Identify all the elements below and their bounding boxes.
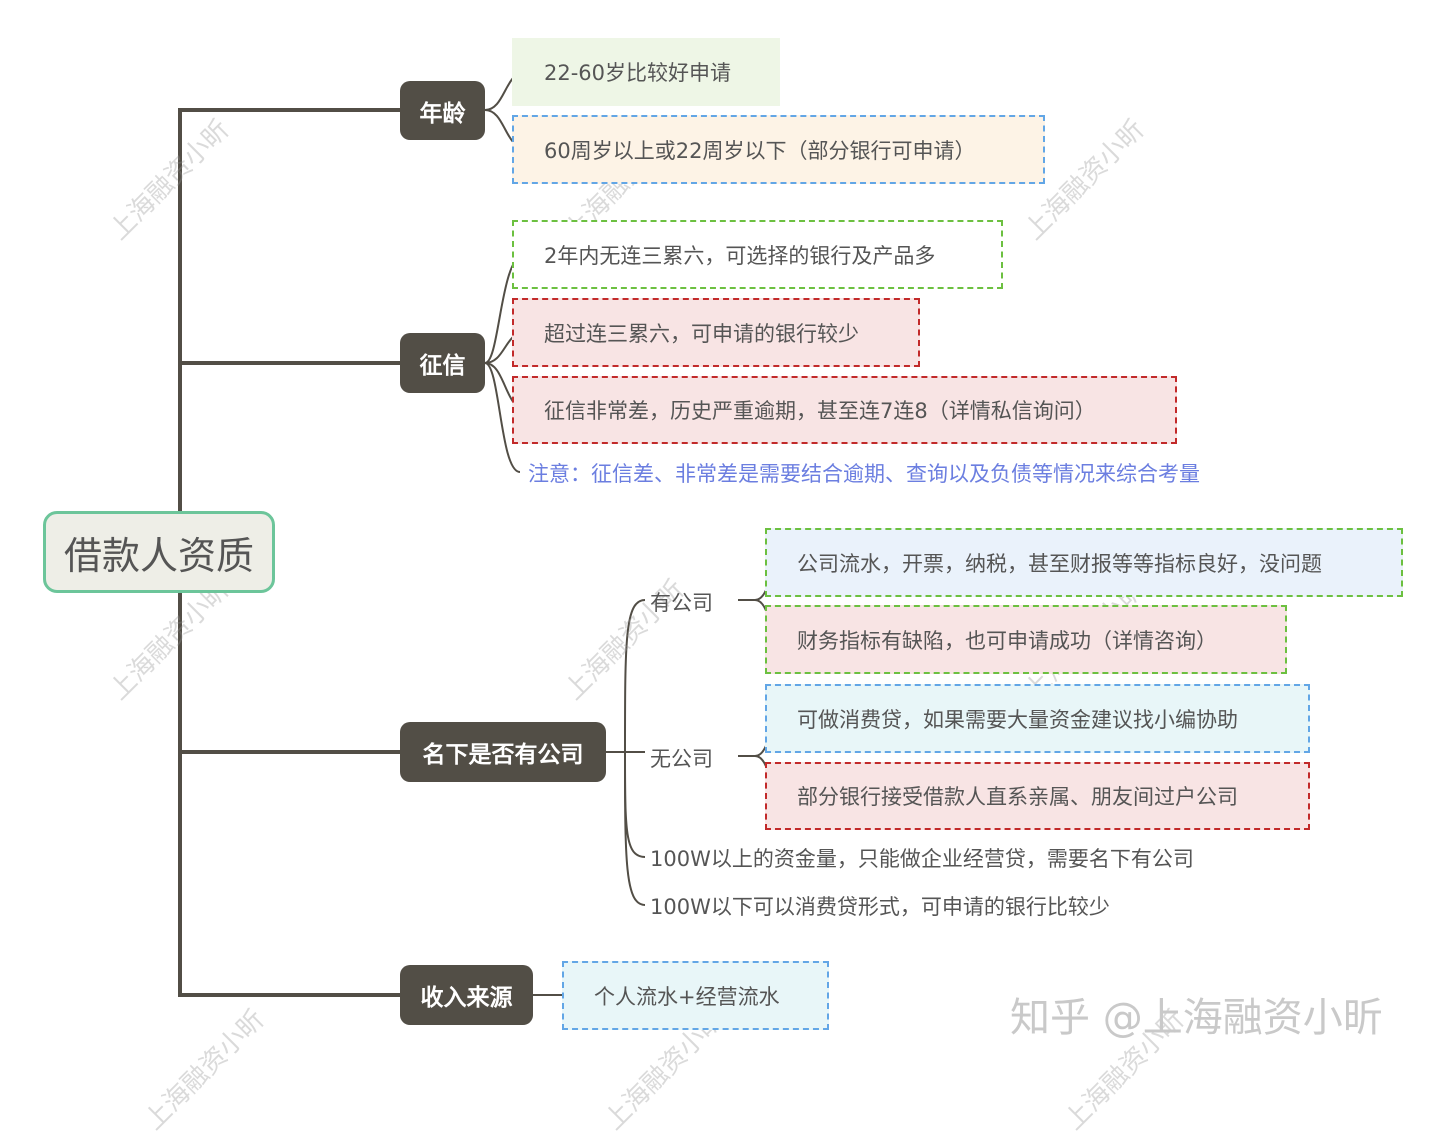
node-income: 收入来源	[400, 965, 533, 1025]
company-has-item-1: 公司流水，开票，纳税，甚至财报等等指标良好，没问题	[765, 528, 1403, 597]
age-item-1: 22-60岁比较好申请	[512, 38, 780, 106]
age-item-2: 60周岁以上或22周岁以下（部分银行可申请）	[512, 115, 1045, 184]
credit-item-1: 2年内无连三累六，可选择的银行及产品多	[512, 220, 1003, 289]
company-has-label: 有公司	[650, 591, 713, 615]
credit-item-2: 超过连三累六，可申请的银行较少	[512, 298, 920, 367]
company-note-2: 100W以下可以消费贷形式，可申请的银行比较少	[650, 895, 1110, 919]
node-credit: 征信	[400, 333, 485, 393]
node-company: 名下是否有公司	[400, 722, 606, 782]
company-none-item-1: 可做消费贷，如果需要大量资金建议找小编协助	[765, 684, 1310, 753]
brand-watermark: 知乎 @上海融资小昕	[1010, 995, 1383, 1041]
credit-item-3: 征信非常差，历史严重逾期，甚至连7连8（详情私信询问）	[512, 376, 1177, 444]
company-none-label: 无公司	[650, 747, 713, 771]
node-age: 年龄	[400, 81, 485, 140]
company-note-1: 100W以上的资金量，只能做企业经营贷，需要名下有公司	[650, 847, 1194, 871]
root-node: 借款人资质	[43, 511, 275, 593]
income-item-1: 个人流水+经营流水	[562, 961, 829, 1030]
company-none-item-2: 部分银行接受借款人直系亲属、朋友间过户公司	[765, 762, 1310, 830]
company-has-item-2: 财务指标有缺陷，也可申请成功（详情咨询）	[765, 605, 1287, 674]
credit-note: 注意：征信差、非常差是需要结合逾期、查询以及负债等情况来综合考量	[528, 462, 1200, 486]
